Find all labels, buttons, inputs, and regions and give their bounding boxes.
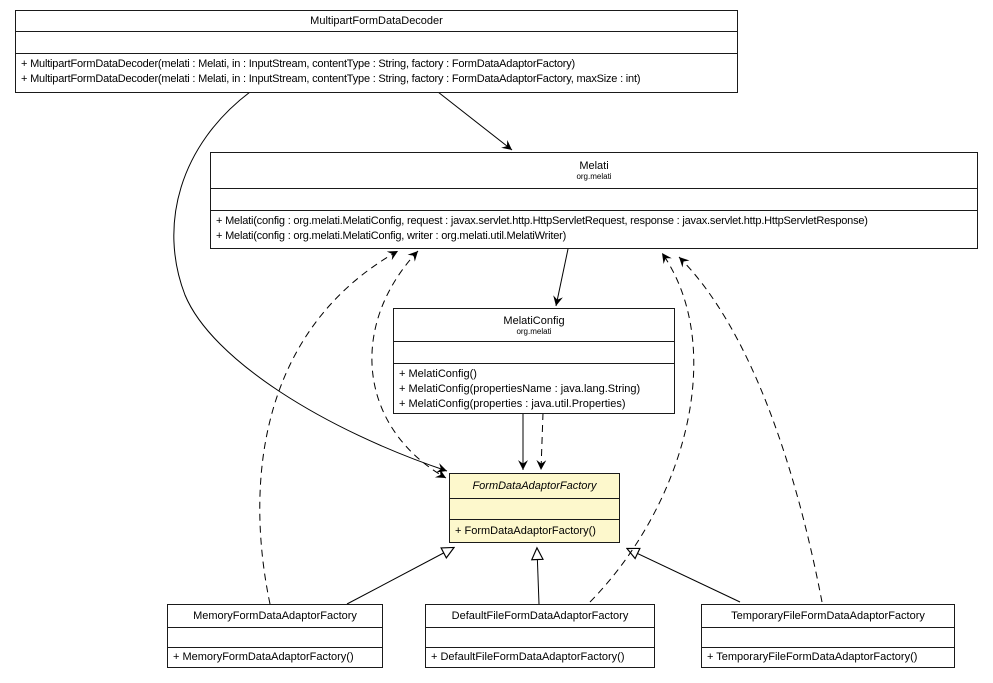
attributes-compartment <box>450 499 619 520</box>
edge-decoder-to-formdataadaptorfactory-association <box>173 91 448 473</box>
attributes-compartment <box>211 189 977 211</box>
class-name: FormDataAdaptorFactory <box>472 480 597 492</box>
class-multipart-form-data-decoder[interactable]: MultipartFormDataDecoder + MultipartForm… <box>15 10 738 93</box>
class-form-data-adaptor-factory[interactable]: FormDataAdaptorFactory + FormDataAdaptor… <box>449 473 620 543</box>
method-signature: + MultipartFormDataDecoder(melati : Mela… <box>21 58 576 70</box>
method-signature: + TemporaryFileFormDataAdaptorFactory() <box>707 651 918 663</box>
edge-melati-to-melaticonfig-association <box>553 248 569 307</box>
method-signature: + Melati(config : org.melati.MelatiConfi… <box>216 230 567 242</box>
class-title: TemporaryFileFormDataAdaptorFactory <box>702 605 954 628</box>
attributes-compartment <box>394 342 674 364</box>
method-signature: + FormDataAdaptorFactory() <box>455 524 596 537</box>
edge-formdataadaptorfactory-melati-dependency <box>371 250 447 479</box>
edge-memory-to-melati-dependency <box>259 250 399 605</box>
attributes-compartment <box>168 628 382 648</box>
methods-compartment: + TemporaryFileFormDataAdaptorFactory() <box>702 648 954 667</box>
class-name: MemoryFormDataAdaptorFactory <box>193 610 357 622</box>
edge-decoder-to-melati-association <box>437 91 513 151</box>
class-title: MelatiConfig org.melati <box>394 309 674 342</box>
class-melati-config[interactable]: MelatiConfig org.melati + MelatiConfig()… <box>393 308 675 414</box>
class-default-file-form-data-adaptor-factory[interactable]: DefaultFileFormDataAdaptorFactory + Defa… <box>425 604 655 668</box>
methods-compartment: + Melati(config : org.melati.MelatiConfi… <box>211 211 977 248</box>
edge-melaticonfig-to-formdataadaptorfactory-dependency <box>536 412 547 471</box>
methods-compartment: + MemoryFormDataAdaptorFactory() <box>168 648 382 667</box>
class-temporary-file-form-data-adaptor-factory[interactable]: TemporaryFileFormDataAdaptorFactory + Te… <box>701 604 955 668</box>
methods-compartment: + FormDataAdaptorFactory() <box>450 520 619 542</box>
edge-temporaryfile-to-melati-dependency <box>678 256 823 603</box>
method-signature: + MemoryFormDataAdaptorFactory() <box>173 651 354 663</box>
class-name: TemporaryFileFormDataAdaptorFactory <box>731 610 925 622</box>
method-signature: + Melati(config : org.melati.MelatiConfi… <box>216 215 868 227</box>
method-signature: + MelatiConfig(propertiesName : java.lan… <box>399 383 641 395</box>
class-package: org.melati <box>516 326 552 336</box>
class-title: MultipartFormDataDecoder <box>16 11 737 32</box>
class-title: DefaultFileFormDataAdaptorFactory <box>426 605 654 628</box>
class-name: MelatiConfig <box>503 314 565 327</box>
method-signature: + MelatiConfig(properties : java.util.Pr… <box>399 398 626 410</box>
class-name: Melati <box>579 160 609 172</box>
attributes-compartment <box>702 628 954 648</box>
methods-compartment: + MultipartFormDataDecoder(melati : Mela… <box>16 54 737 92</box>
methods-compartment: + DefaultFileFormDataAdaptorFactory() <box>426 648 654 667</box>
edge-defaultfile-to-melati-dependency <box>589 252 695 603</box>
method-signature: + DefaultFileFormDataAdaptorFactory() <box>431 651 625 663</box>
edge-temporaryfile-to-formdataadaptorfactory-generalization <box>628 549 741 603</box>
method-signature: + MultipartFormDataDecoder(melati : Mela… <box>21 73 641 85</box>
class-package: org.melati <box>576 172 612 181</box>
class-memory-form-data-adaptor-factory[interactable]: MemoryFormDataAdaptorFactory + MemoryFor… <box>167 604 383 668</box>
method-signature: + MelatiConfig() <box>399 368 477 380</box>
class-melati[interactable]: Melati org.melati + Melati(config : org.… <box>210 152 978 249</box>
class-title: Melati org.melati <box>211 153 977 189</box>
class-title: MemoryFormDataAdaptorFactory <box>168 605 382 628</box>
methods-compartment: + MelatiConfig() + MelatiConfig(properti… <box>394 364 674 413</box>
class-name: MultipartFormDataDecoder <box>310 15 443 27</box>
attributes-compartment <box>16 32 737 54</box>
class-name: DefaultFileFormDataAdaptorFactory <box>451 610 629 622</box>
edge-memory-to-formdataadaptorfactory-generalization <box>346 548 453 605</box>
edge-defaultfile-to-formdataadaptorfactory-generalization <box>537 549 539 605</box>
class-title: FormDataAdaptorFactory <box>450 474 619 499</box>
attributes-compartment <box>426 628 654 648</box>
